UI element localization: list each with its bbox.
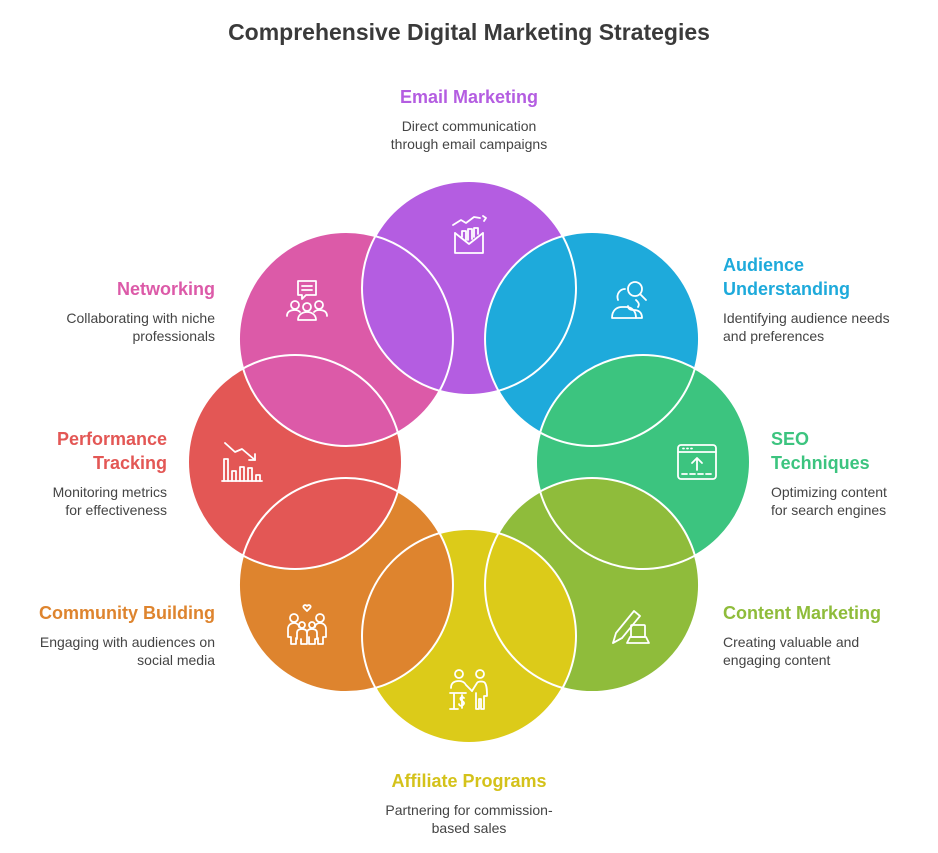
envelope-chart-icon — [447, 213, 491, 257]
label-community-building: Community Building Engaging with audienc… — [15, 601, 215, 669]
circle-outline-affiliate — [361, 528, 577, 744]
segment-description: Engaging with audiences on — [39, 634, 215, 650]
group-heart-icon — [285, 603, 329, 647]
segment-description: and preferences — [723, 328, 825, 344]
circle-outline-networking — [237, 230, 454, 447]
circle-outline-email — [361, 180, 577, 396]
segment-description: social media — [137, 652, 215, 668]
segment-title: Email Marketing — [399, 87, 539, 107]
segment-title: SEO — [771, 429, 810, 449]
circle-outline-seo — [535, 354, 751, 570]
segment-title: Community Building — [39, 603, 215, 623]
segment-description: Monitoring metrics — [52, 484, 167, 500]
segment-title: Content Marketing — [723, 603, 882, 623]
label-seo-techniques: SEO Techniques Optimizing content for sear… — [771, 427, 938, 519]
people-search-icon — [608, 278, 652, 322]
segment-title: Techniques — [771, 453, 870, 473]
circle-outline-content — [484, 477, 701, 694]
group-chat-icon — [285, 278, 329, 322]
segment-description: for effectiveness — [65, 502, 167, 518]
bar-chart-down-icon — [219, 440, 263, 484]
segment-title: Audience — [723, 255, 805, 275]
segment-description: Partnering for commission- — [385, 802, 553, 818]
handshake-dollar-icon — [447, 668, 491, 712]
segment-title: Networking — [116, 279, 215, 299]
browser-upload-icon — [675, 440, 719, 484]
segment-description: Creating valuable and — [723, 634, 860, 650]
segment-title: Tracking — [92, 453, 167, 473]
label-content-marketing: Content Marketing Creating valuable and e… — [723, 601, 923, 669]
segment-description: engaging content — [723, 652, 831, 668]
segment-description: Optimizing content — [771, 484, 887, 500]
label-email-marketing: Email Marketing Direct communication thro… — [369, 85, 569, 153]
label-affiliate-programs: Affiliate Programs Partnering for commis… — [369, 769, 569, 837]
segment-title: Understanding — [723, 279, 851, 299]
segment-description: based sales — [431, 820, 507, 836]
segment-description: Identifying audience needs — [723, 310, 890, 326]
diagram-title: Comprehensive Digital Marketing Strategi… — [228, 19, 710, 45]
segment-description: through email campaigns — [390, 136, 548, 152]
segment-title: Affiliate Programs — [391, 771, 547, 791]
segment-description: Collaborating with niche — [66, 310, 215, 326]
circle-outline-community — [237, 477, 454, 694]
segment-description: Direct communication — [401, 118, 537, 134]
circle-outline-performance — [187, 354, 403, 570]
pen-laptop-icon — [609, 603, 653, 647]
segment-title: Performance — [56, 429, 167, 449]
circle-outline-audience — [484, 230, 701, 447]
label-networking: Networking Collaborating with niche profe… — [15, 277, 215, 345]
segment-description: professionals — [132, 328, 216, 344]
segment-description: for search engines — [771, 502, 887, 518]
